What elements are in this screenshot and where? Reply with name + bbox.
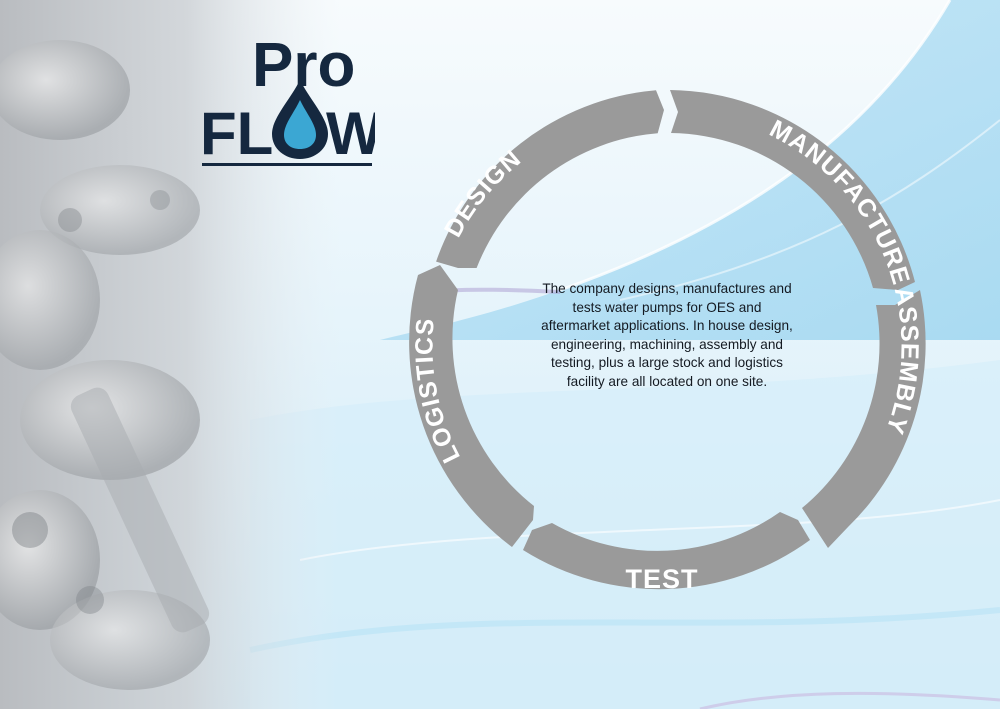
segment-test — [523, 512, 810, 590]
label-test: TEST — [625, 564, 698, 594]
description-line: The company designs, manufactures and — [542, 281, 792, 296]
description-line: engineering, machining, assembly and — [551, 336, 783, 352]
proflow-logo: Pro FL W — [200, 28, 375, 170]
logo-underline — [202, 163, 372, 166]
description-line: facility are all located on one site. — [566, 373, 768, 389]
segment-assembly — [802, 290, 926, 548]
logo-text-fl: FL — [200, 100, 273, 167]
logo-text-w: W — [326, 100, 375, 167]
description-line: tests water pumps for OES and — [572, 299, 762, 315]
segment-logistics — [409, 265, 534, 547]
description-line: aftermarket applications. In house desig… — [541, 318, 793, 334]
segment-design — [436, 90, 664, 268]
company-description: The company designs, manufactures and te… — [512, 280, 822, 392]
segment-manufacture — [670, 90, 915, 290]
water-drop-icon — [272, 80, 328, 159]
description-line: testing, plus a large stock and logistic… — [551, 355, 783, 371]
